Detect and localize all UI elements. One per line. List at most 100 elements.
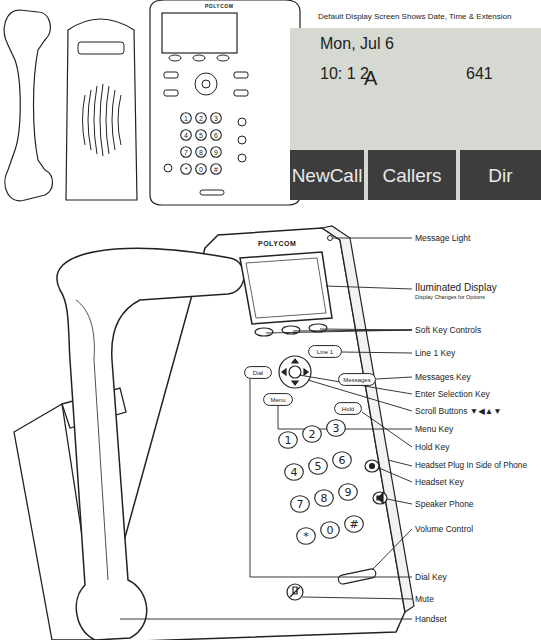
small-phone-body [150, 0, 300, 205]
key-label: 0 [327, 525, 334, 536]
key-label: 9 [214, 149, 218, 156]
key-label: 7 [297, 499, 304, 510]
small-keypad-key: 7 [180, 146, 192, 158]
function-key: Menu [263, 393, 293, 406]
keypad-key: 9 [338, 483, 358, 501]
keypad-key: 8 [314, 489, 334, 507]
key-label: * [303, 531, 309, 542]
key-outline [303, 426, 322, 443]
key-label: 7 [184, 149, 188, 156]
key-outline [309, 458, 328, 475]
callout-label: Iluminated Display [415, 283, 497, 293]
leader-line [342, 352, 412, 353]
callout-label: Speaker Phone [415, 500, 474, 509]
small-keypad-key: 8 [195, 146, 207, 158]
small-base [66, 19, 137, 200]
callout-label: Volume Control [415, 525, 473, 534]
small-nav-center [202, 80, 210, 88]
message-light [328, 236, 333, 241]
key-label: 3 [214, 115, 218, 122]
callout-label: Headset Key [415, 478, 464, 487]
key-outline [279, 432, 298, 449]
key-outline [211, 164, 222, 175]
mute-key [287, 584, 303, 600]
screen-text: A [364, 68, 377, 88]
small-key [164, 72, 178, 78]
key-label: Line 1 [317, 349, 333, 355]
small-soft-key [169, 55, 181, 61]
small-key [238, 118, 246, 126]
small-key [164, 164, 172, 172]
speaker-icon [377, 493, 383, 503]
soft-key-buttons [255, 324, 327, 336]
callout-label: Headset Plug In Side of Phone [415, 462, 527, 470]
display-inner [246, 258, 326, 318]
keypad-key: 4 [284, 463, 304, 481]
leader-line [266, 330, 412, 333]
callout-label: Mute [415, 595, 434, 604]
callout-label: Menu Key [415, 425, 453, 434]
keypad-key: 3 [326, 419, 346, 437]
key-outline [196, 147, 207, 158]
soft-key: Callers [368, 150, 456, 200]
key-outline [211, 130, 222, 141]
key-label: # [214, 166, 218, 173]
keypad-key: 6 [332, 451, 352, 469]
leader-line [372, 529, 412, 570]
keypad-key: * [296, 527, 316, 545]
key-label: Messages [343, 377, 370, 383]
small-keypad-key: 6 [210, 129, 222, 141]
function-key: Line 1 [308, 345, 342, 358]
small-handset [4, 10, 52, 201]
key-outline [285, 464, 304, 481]
key-label: 0 [199, 166, 203, 173]
soft-key: NewCall [290, 150, 364, 200]
key-label: 8 [321, 493, 328, 504]
small-volume [200, 190, 224, 195]
small-soft-keys [169, 55, 229, 61]
key-outline [245, 367, 272, 379]
key-label: 4 [184, 132, 188, 139]
mute-icon [290, 587, 300, 597]
key-label: 2 [199, 115, 203, 122]
small-soft-key [217, 55, 229, 61]
small-key [238, 136, 246, 144]
key-label: 1 [285, 435, 292, 446]
handset-edge [76, 300, 108, 580]
phone-side [322, 226, 414, 612]
leader-line [326, 286, 412, 289]
key-label: 2 [309, 429, 316, 440]
scroll-ring [279, 356, 311, 388]
key-outline [321, 522, 340, 539]
key-label: Hold [342, 406, 354, 412]
small-soft-key [193, 55, 205, 61]
small-keypad-key: 4 [180, 129, 192, 141]
small-keypad-key: 5 [195, 129, 207, 141]
callout-label: Scroll Buttons ▼◀▲▼ [415, 407, 502, 416]
callout-label: Line 1 Key [415, 349, 455, 358]
callout-label: Hold Key [415, 443, 450, 452]
key-label: Menu [270, 397, 285, 403]
leader-lines [120, 238, 412, 619]
brand-logo: POLYCOM [258, 240, 296, 247]
key-outline [339, 374, 376, 386]
small-function-keys [164, 72, 248, 195]
headset-key [365, 460, 379, 472]
key-outline [211, 113, 222, 124]
leader-line [387, 499, 412, 504]
key-outline [196, 113, 207, 124]
key-label: # [349, 519, 358, 530]
keypad-key: 2 [302, 425, 322, 443]
key-label: 6 [214, 132, 218, 139]
key-label: 6 [339, 455, 346, 466]
key-outline [181, 147, 192, 158]
volume-control [338, 568, 377, 585]
keypad-key: 0 [320, 521, 340, 539]
grille-line [106, 86, 109, 154]
screen-text: Mon, Jul 6 [320, 36, 394, 52]
grille-line [83, 95, 86, 145]
key-outline [297, 528, 316, 545]
callout-label: Soft Key Controls [415, 326, 481, 335]
handset-cradle [78, 42, 124, 54]
key-outline [181, 113, 192, 124]
